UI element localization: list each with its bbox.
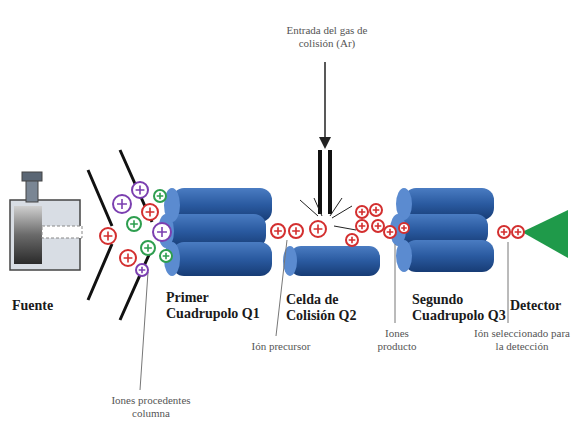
ion-circle — [372, 220, 384, 232]
ion-symbols — [100, 182, 524, 276]
charge-sign — [349, 237, 356, 244]
ion-circle — [113, 195, 131, 213]
part-label: Fuente — [12, 298, 82, 314]
callout-text: Entrada del gas de colisión (Ar) — [268, 24, 386, 49]
ion-circle — [384, 226, 396, 238]
quadrupole-q3 — [390, 188, 494, 272]
part-label: Detector — [510, 298, 572, 314]
ion-circle — [289, 224, 303, 238]
charge-sign — [144, 244, 152, 252]
charge-sign — [104, 232, 113, 241]
gas-inlet-arrow — [324, 62, 326, 146]
charge-sign — [515, 229, 522, 236]
charge-sign — [292, 227, 300, 235]
part-label: Segundo Cuadrupolo Q3 — [412, 292, 508, 324]
ion-circle — [271, 224, 285, 238]
callout-text: Ión seleccionado para la detección — [474, 327, 570, 352]
ion-circle — [498, 226, 510, 238]
charge-sign — [373, 207, 380, 214]
ion-circle — [142, 204, 158, 220]
ion-circle — [100, 228, 116, 244]
charge-sign — [375, 223, 382, 230]
charge-sign — [146, 208, 155, 217]
charge-sign — [117, 199, 127, 209]
charge-sign — [359, 223, 366, 230]
callout-text: Iones procedentes columna — [96, 394, 206, 419]
ion-circle — [132, 182, 148, 198]
detector-cone — [522, 210, 568, 258]
collision-cell-q2 — [283, 150, 380, 276]
ion-circle — [346, 234, 358, 246]
leader-lines — [140, 240, 508, 390]
charge-sign — [157, 227, 167, 237]
ion-circle — [127, 217, 141, 231]
quadrupole-q1 — [158, 188, 272, 276]
ion-circle — [154, 190, 166, 202]
sampling-cones — [88, 150, 152, 320]
ion-circle — [310, 221, 326, 237]
ion-circle — [136, 264, 148, 276]
part-label: Primer Cuadrupolo Q1 — [166, 290, 262, 322]
part-label: Celda de Colisión Q2 — [286, 292, 372, 324]
ion-circle — [512, 226, 524, 238]
ion-circle — [370, 204, 382, 216]
callout-text: Ión precursor — [236, 340, 326, 353]
ion-circle — [399, 223, 409, 233]
ion-circle — [160, 250, 172, 262]
ion-source — [10, 172, 82, 270]
charge-sign — [314, 225, 323, 234]
charge-sign — [163, 253, 170, 260]
ion-circle — [356, 220, 368, 232]
ion-circle — [153, 223, 171, 241]
charge-sign — [401, 225, 407, 231]
charge-sign — [136, 186, 145, 195]
ion-circle — [141, 241, 155, 255]
charge-sign — [501, 229, 508, 236]
charge-sign — [124, 254, 133, 263]
charge-sign — [139, 267, 146, 274]
charge-sign — [157, 193, 164, 200]
charge-sign — [359, 209, 366, 216]
callout-text: Iones producto — [366, 327, 428, 352]
ion-circle — [120, 250, 136, 266]
charge-sign — [130, 220, 138, 228]
ion-circle — [356, 206, 368, 218]
charge-sign — [387, 229, 394, 236]
charge-sign — [274, 227, 282, 235]
